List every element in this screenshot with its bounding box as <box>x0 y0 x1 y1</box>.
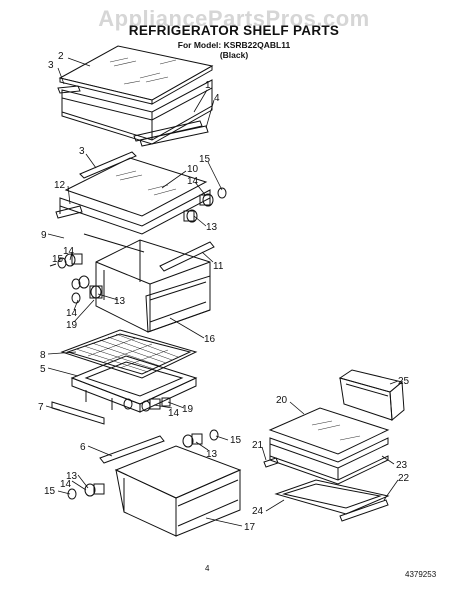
bottom-crisper-drawer <box>114 445 242 537</box>
leader-lines <box>45 57 399 527</box>
callout-13b: 13 <box>114 296 126 307</box>
callout-15d: 15 <box>44 486 56 497</box>
callout-12: 12 <box>54 180 66 191</box>
callout-25: 25 <box>398 376 410 387</box>
callout-15: 15 <box>199 154 211 165</box>
callout-15c: 15 <box>230 435 242 446</box>
top-shelf-frame <box>61 79 213 145</box>
callout-7: 7 <box>38 402 44 413</box>
callout-labels: 1 2 3 4 3 10 15 14 12 13 9 11 14 15 13 1… <box>38 51 410 533</box>
callout-13c: 13 <box>206 449 218 460</box>
callout-8: 8 <box>40 350 46 361</box>
hardware-set-lower <box>123 397 171 412</box>
callout-22: 22 <box>398 473 410 484</box>
deli-lower-frame <box>274 479 390 522</box>
hardware-set-left <box>49 253 103 304</box>
upper-crisper-drawer <box>95 239 211 333</box>
callout-3: 3 <box>48 60 54 71</box>
callout-14c: 14 <box>66 308 78 319</box>
model-number: For Model: KSRB22QABL11 <box>177 40 291 50</box>
callout-17: 17 <box>244 522 256 533</box>
callout-13: 13 <box>206 222 218 233</box>
top-trim-left <box>57 85 81 94</box>
callout-2: 2 <box>58 51 64 62</box>
deli-shelf-frame <box>263 437 389 485</box>
callout-11: 11 <box>213 261 224 272</box>
lower-shelf-frame <box>70 355 198 413</box>
page-number: 4 <box>205 564 210 573</box>
document-number: 4379253 <box>405 570 437 579</box>
middle-glass-shelf <box>64 157 208 217</box>
color-variant: (Black) <box>219 50 249 60</box>
wire-shelf <box>60 329 198 379</box>
callout-24: 24 <box>252 506 264 517</box>
callout-19b: 19 <box>182 404 194 415</box>
page-title: REFRIGERATOR SHELF PARTS <box>128 23 340 38</box>
callout-20: 20 <box>276 395 288 406</box>
deli-bin <box>338 369 405 422</box>
callout-6: 6 <box>80 442 86 453</box>
callout-21: 21 <box>252 440 264 451</box>
callout-4: 4 <box>214 93 220 104</box>
callout-16: 16 <box>204 334 216 345</box>
top-trim-right <box>133 120 209 147</box>
top-glass-shelf <box>58 45 214 105</box>
callout-9: 9 <box>41 230 47 241</box>
callout-3b: 3 <box>79 146 85 157</box>
bottom-trim <box>99 435 165 464</box>
callout-19: 19 <box>66 320 78 331</box>
callout-14b: 14 <box>63 246 75 257</box>
deli-glass-shelf <box>268 407 390 455</box>
side-trim-right <box>159 241 215 272</box>
callout-15b: 15 <box>52 254 64 265</box>
watermark: AppliancePartsPros.com <box>98 6 370 31</box>
hardware-set-bottom <box>67 429 219 500</box>
callout-1: 1 <box>205 80 211 91</box>
lower-trim-left <box>51 401 105 425</box>
middle-trim-top <box>79 151 137 179</box>
callout-5: 5 <box>40 364 46 375</box>
callout-14d: 14 <box>168 408 180 419</box>
callout-10: 10 <box>187 164 199 175</box>
callout-14: 14 <box>187 176 199 187</box>
callout-13d: 13 <box>66 471 78 482</box>
callout-23: 23 <box>396 460 408 471</box>
callout-14e: 14 <box>60 479 72 490</box>
